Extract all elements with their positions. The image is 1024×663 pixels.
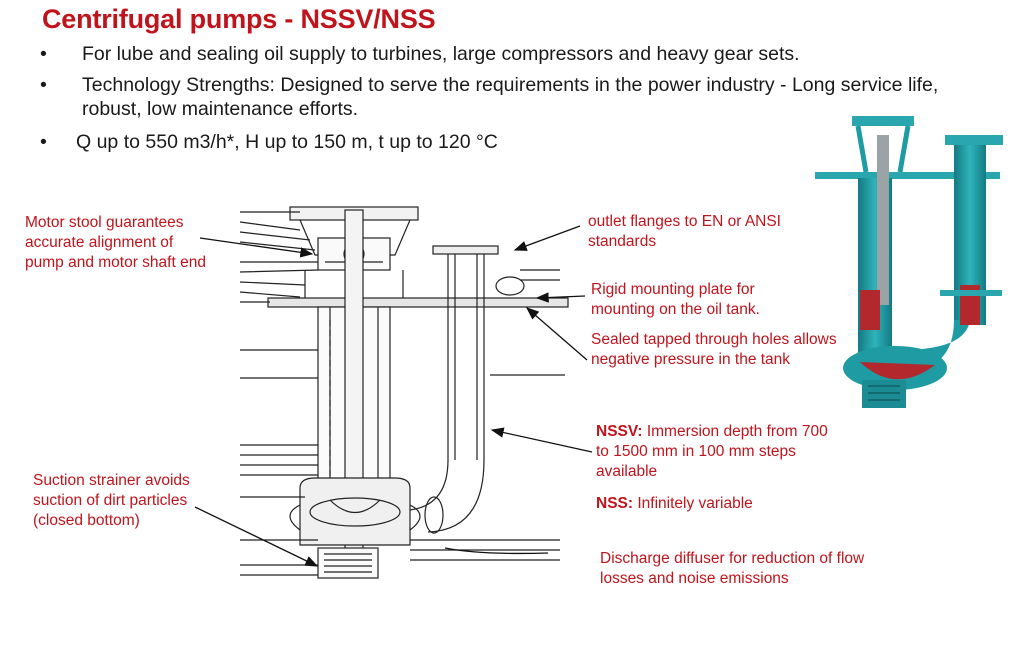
callout-immersion-depth: NSSV: Immersion depth from 700 to 1500 m… (596, 422, 831, 482)
bullet-text: Q up to 550 m3/h*, H up to 150 m, t up t… (76, 131, 498, 153)
nssv-text: Immersion depth from 700 to 1500 mm in 1… (596, 423, 828, 480)
callout-outlet-flanges: outlet flanges to EN or ANSI standards (588, 213, 781, 250)
nss-label: NSS: (596, 495, 634, 512)
bullet-application: • For lube and sealing oil supply to tur… (40, 42, 960, 66)
callout-suction-strainer: Suction strainer avoids suction of dirt … (33, 472, 190, 529)
callout-nss-variable: NSS: Infinitely variable (596, 494, 836, 514)
bullet-text: Technology Strengths: Designed to serve … (82, 74, 939, 120)
bullet-specs: • Q up to 550 m3/h*, H up to 150 m, t up… (40, 130, 960, 154)
bullet-strengths: • Technology Strengths: Designed to serv… (40, 73, 967, 121)
callout-diffuser: Discharge diffuser for reduction of flow… (600, 550, 865, 587)
arrow-diffuser (444, 547, 549, 555)
arrow-motor-stool (199, 237, 314, 258)
nssv-label: NSSV: (596, 423, 643, 440)
arrow-mounting-plate (535, 292, 586, 303)
callout-mounting-plate: Rigid mounting plate for mounting on the… (591, 281, 760, 318)
drawing-lines (239, 206, 569, 579)
arrow-immersion-depth (490, 427, 593, 453)
vertical-pump-3d-render (815, 116, 1003, 408)
bullet-marker: • (40, 43, 47, 65)
callout-motor-stool: Motor stool guarantees accurate alignmen… (25, 214, 206, 271)
nss-text: Infinitely variable (633, 495, 753, 512)
callout-sealed-holes: Sealed tapped through holes allows negat… (591, 331, 837, 368)
bullet-text: For lube and sealing oil supply to turbi… (82, 43, 800, 65)
arrow-outlet-flange (513, 225, 581, 251)
arrow-sealed-holes (526, 307, 588, 361)
bullet-list: • For lube and sealing oil supply to tur… (40, 42, 960, 161)
arrow-suction-strainer (194, 506, 319, 567)
slide-title: Centrifugal pumps - NSSV/NSS (42, 4, 436, 34)
bullet-marker: • (40, 131, 47, 153)
bullet-marker: • (40, 74, 47, 96)
